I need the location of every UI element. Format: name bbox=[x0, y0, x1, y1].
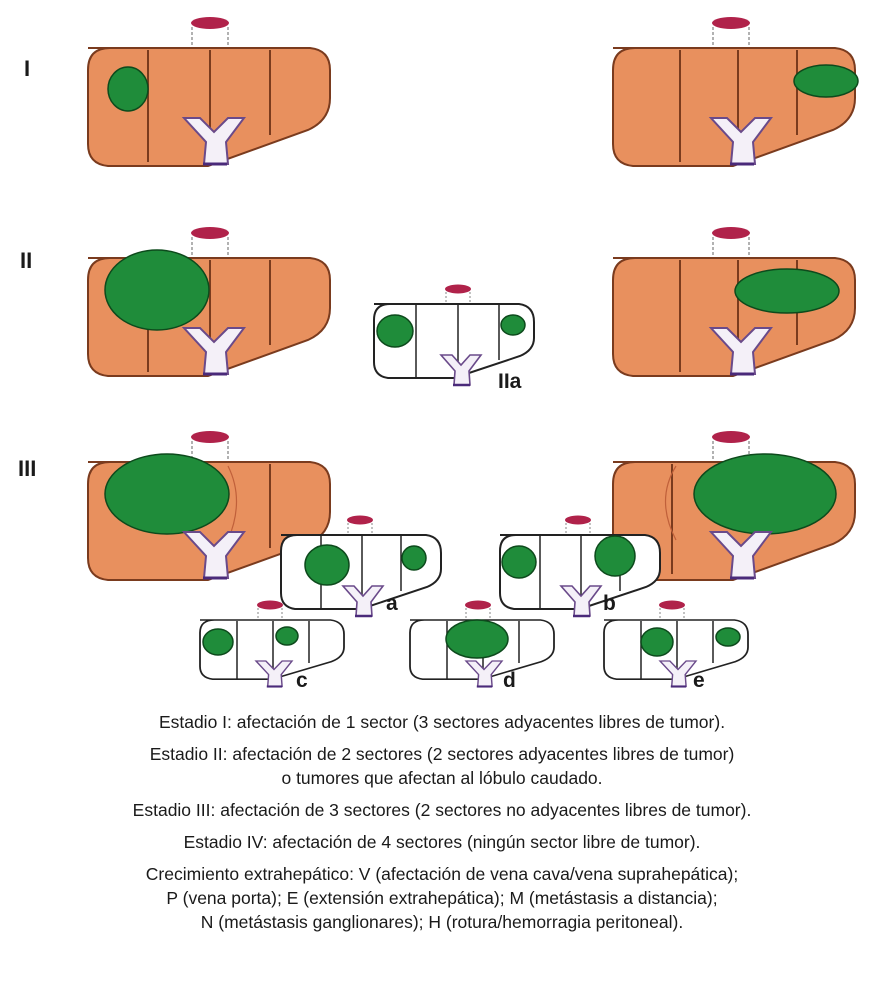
tumor-ellipse bbox=[715, 627, 741, 647]
tumor-ellipse bbox=[304, 544, 350, 586]
staging-diagram: I II bbox=[18, 16, 859, 692]
tumor-ellipse bbox=[500, 314, 526, 336]
tumor-ellipse bbox=[734, 268, 840, 314]
caption-stage-4: Estadio IV: afectación de 4 sectores (ni… bbox=[183, 832, 701, 852]
tumor-ellipse bbox=[202, 628, 234, 656]
caption-extrahepatic: Crecimiento extrahepático: V (afectación… bbox=[0, 862, 884, 934]
variant-label-d: d bbox=[503, 669, 516, 692]
liver-stage2-right bbox=[612, 226, 856, 377]
stage-label-2: II bbox=[20, 248, 32, 273]
caption-stage-2-line-1: Estadio II: afectación de 2 sectores (2 … bbox=[149, 744, 735, 764]
liver-stage3-left bbox=[87, 430, 331, 581]
tumor-ellipse bbox=[594, 535, 636, 577]
caption-extrahepatic-line-3: N (metástasis ganglionares); H (rotura/h… bbox=[200, 912, 684, 932]
liver-stage2a bbox=[373, 283, 535, 387]
liver-stage2-left bbox=[87, 226, 331, 377]
tumor-ellipse bbox=[445, 619, 509, 659]
tumor-ellipse bbox=[376, 314, 414, 348]
tumor-ellipse bbox=[501, 545, 537, 579]
tumor-ellipse bbox=[275, 626, 299, 646]
liver-stage3-variant-e bbox=[603, 599, 749, 688]
tumor-ellipse bbox=[793, 64, 859, 98]
liver-stage3-right bbox=[612, 430, 856, 581]
stage-label-3: III bbox=[18, 456, 36, 481]
caption-stage-3: Estadio III: afectación de 3 sectores (2… bbox=[132, 800, 752, 820]
liver-stage3-variant-d bbox=[409, 599, 555, 688]
liver-stage3-variant-b bbox=[499, 514, 661, 618]
caption-stage-2-line-2: o tumores que afectan al lóbulo caudado. bbox=[281, 768, 603, 788]
liver-stage1-left bbox=[87, 16, 331, 167]
tumor-ellipse bbox=[107, 66, 149, 112]
tumor-ellipse bbox=[104, 453, 230, 535]
tumor-ellipse bbox=[104, 249, 210, 331]
caption-stage-2: Estadio II: afectación de 2 sectores (2 … bbox=[0, 742, 884, 790]
liver-stage3-variant-a bbox=[280, 514, 442, 618]
stage-label-2a: IIa bbox=[498, 370, 522, 393]
caption-extrahepatic-line-1: Crecimiento extrahepático: V (afectación… bbox=[145, 864, 739, 884]
liver-stage1-right bbox=[612, 16, 859, 167]
tumor-ellipse bbox=[401, 545, 427, 571]
variant-label-b: b bbox=[603, 592, 616, 615]
caption-extrahepatic-line-2: P (vena porta); E (extensión extrahepáti… bbox=[166, 888, 718, 908]
tumor-ellipse bbox=[640, 627, 674, 657]
staging-captions: Estadio I: afectación de 1 sector (3 sec… bbox=[0, 710, 884, 942]
variant-label-e: e bbox=[693, 669, 705, 692]
liver-stage3-variant-c bbox=[199, 599, 345, 688]
tumor-ellipse bbox=[693, 453, 837, 535]
variant-label-a: a bbox=[386, 592, 398, 615]
caption-stage-1: Estadio I: afectación de 1 sector (3 sec… bbox=[158, 712, 726, 732]
variant-label-c: c bbox=[296, 669, 308, 692]
stage-label-1: I bbox=[24, 56, 30, 81]
